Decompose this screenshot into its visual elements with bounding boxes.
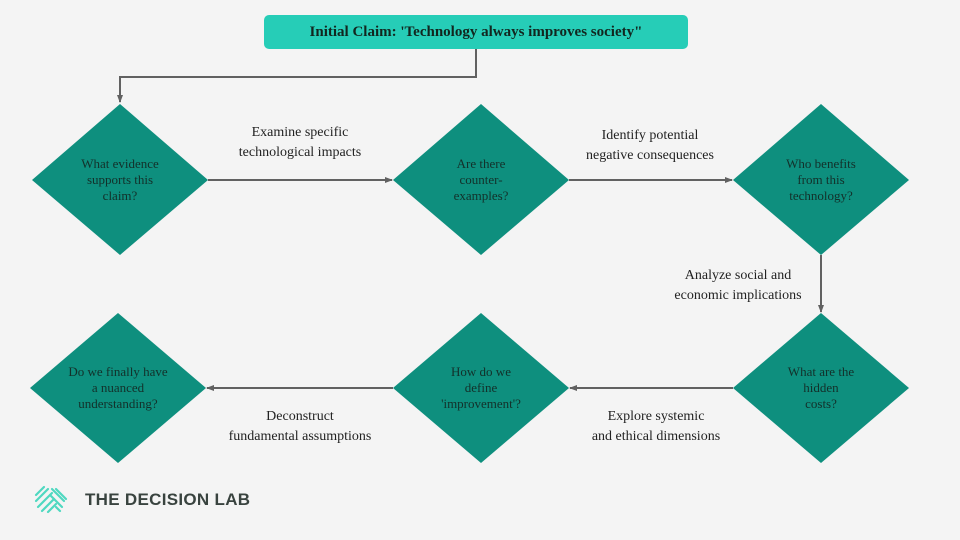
edge-label-n1-n2: Examine specific technological impacts [238, 125, 362, 160]
node-n3-text: Who benefits from this technology? [786, 156, 856, 203]
brain-pattern-icon [34, 485, 68, 514]
edge-label-n2-n3: Identify potential negative consequences [586, 128, 714, 163]
initial-claim-box: Initial Claim: 'Technology always improv… [264, 15, 688, 49]
edge-claim-n1 [117, 49, 477, 103]
node-n1-text: What evidence supports this claim? [81, 156, 159, 203]
node-n5-text: How do we define 'improvement'? [441, 364, 521, 411]
diamond-n2 [393, 104, 569, 255]
node-n2-text: Are there counter-examples? [453, 156, 509, 203]
initial-claim-text: Initial Claim: 'Technology always improv… [309, 23, 643, 40]
diamond-n1 [32, 104, 208, 255]
edge-label-n4-n5: Explore systemic and ethical dimensions [591, 409, 721, 444]
logo-text: THE DECISION LAB [85, 490, 251, 509]
node-n4-text: What are the hidden costs? [787, 364, 855, 411]
diamond-n3 [733, 104, 909, 255]
edge-label-n5-n6: Deconstruct fundamental assumptions [228, 409, 372, 444]
diamond-n5 [393, 313, 569, 463]
logo: THE DECISION LAB [34, 485, 250, 515]
node-n6-text: Do we finally have a nuanced understandi… [68, 364, 168, 411]
edge-label-n3-n4: Analyze social and economic implications [674, 268, 802, 303]
diamond-n6 [30, 313, 206, 463]
diamond-n4 [733, 313, 909, 463]
